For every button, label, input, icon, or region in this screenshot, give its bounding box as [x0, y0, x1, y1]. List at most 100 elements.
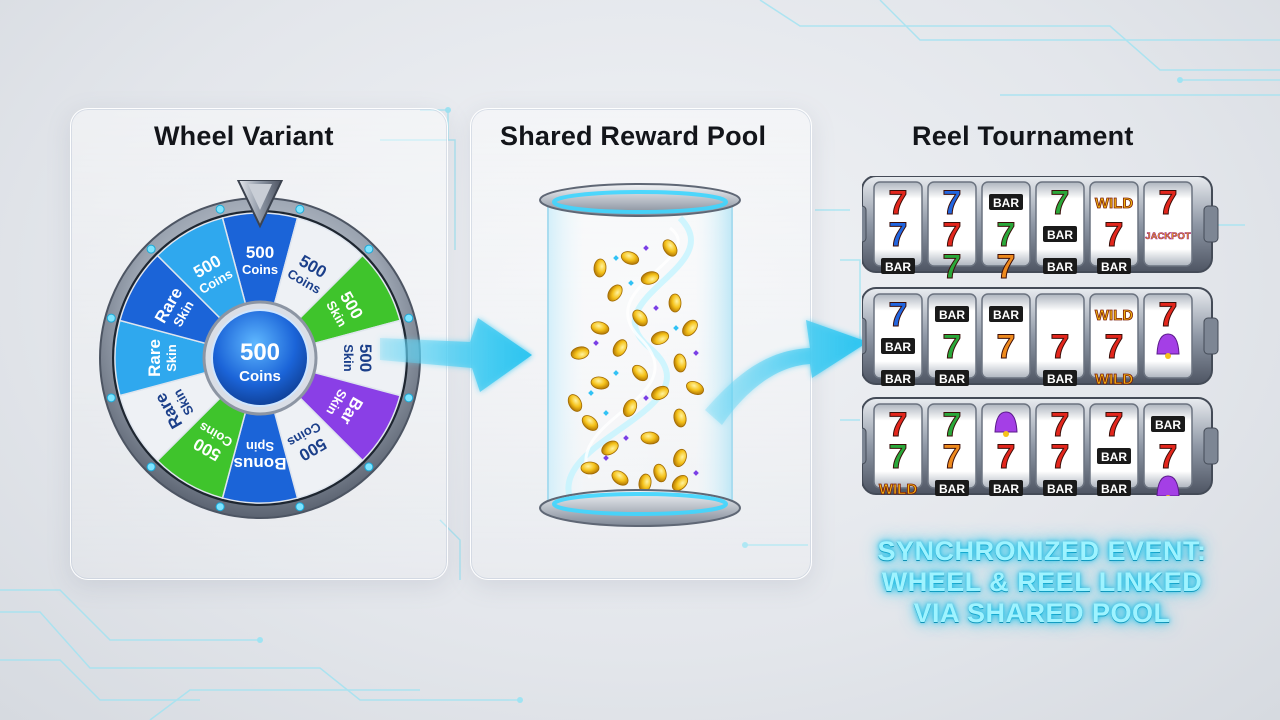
wheel-light-icon	[404, 393, 414, 403]
bar-symbol	[989, 306, 1023, 322]
coin-icon	[671, 475, 689, 491]
gold-coins	[567, 239, 704, 493]
coin-icon	[607, 284, 623, 302]
gem-icon	[603, 410, 609, 416]
gem-icon	[693, 470, 699, 476]
wheel-segment-line2: Coins	[242, 262, 278, 277]
bar-symbol	[1043, 370, 1077, 386]
coin-icon	[662, 239, 678, 257]
reel-column: 7	[1143, 293, 1193, 379]
slot-reels[interactable]: 77BAR777BAR777BARBARWILD7BAR7JACKPOT7BAR…	[862, 176, 1222, 496]
jackpot-symbol: JACKPOT	[1145, 231, 1191, 242]
bell-clapper	[1165, 353, 1171, 359]
coin-icon	[622, 399, 638, 417]
coin-icon	[651, 385, 669, 401]
coin-icon	[653, 463, 667, 483]
bar-symbol	[989, 480, 1023, 496]
coin-icon	[682, 319, 698, 337]
wheel-light-icon	[215, 502, 225, 512]
bar-symbol-label: BAR	[885, 372, 911, 386]
bar-symbol-label: BAR	[939, 372, 965, 386]
wheel-hub-label: Coins	[239, 368, 281, 385]
wheel-hub-amount: 500	[240, 339, 280, 366]
seven-symbol: 7	[997, 216, 1016, 254]
bell-clapper	[1003, 431, 1009, 437]
coin-icon	[673, 408, 687, 428]
bar-symbol	[1043, 258, 1077, 274]
coin-icon	[567, 394, 583, 412]
coin-icon	[632, 364, 648, 382]
bar-symbol-label: BAR	[1101, 482, 1127, 496]
seven-symbol: 7	[943, 328, 962, 366]
seven-symbol: 7	[1159, 296, 1178, 334]
wheel-light-icon	[106, 313, 116, 323]
wheel-light-icon	[146, 244, 156, 254]
event-line-1: SYNCHRONIZED EVENT:	[877, 536, 1207, 566]
wheel-hub	[211, 309, 309, 407]
wheel-lights	[106, 204, 414, 512]
reel-tournament-title: Reel Tournament	[912, 121, 1134, 151]
coin-icon	[570, 346, 590, 360]
gem-icon	[613, 370, 619, 376]
wheel-segment-line2: Skin	[164, 344, 179, 372]
seven-symbol: 7	[943, 184, 962, 222]
seven-symbol: 7	[943, 248, 962, 286]
seven-symbol: 7	[997, 248, 1016, 286]
bar-symbol	[1043, 226, 1077, 242]
seven-symbol: 7	[1051, 184, 1070, 222]
bar-symbol-label: BAR	[939, 308, 965, 322]
gem-icon	[593, 340, 599, 346]
bar-symbol-label: BAR	[885, 260, 911, 274]
reel-column: 777	[927, 181, 977, 287]
bar-symbol-label: BAR	[1047, 260, 1073, 274]
wheel-light-icon	[364, 462, 374, 472]
gem-icon	[588, 390, 594, 396]
seven-symbol: 7	[997, 438, 1016, 476]
event-line-2: WHEEL & REEL LINKED	[881, 567, 1203, 597]
bar-symbol	[1097, 258, 1131, 274]
wheel-light-icon	[106, 393, 116, 403]
wheel-light-icon	[295, 204, 305, 214]
coin-icon	[640, 271, 660, 285]
wheel-segment-line1: 500	[246, 243, 274, 262]
gem-icon	[653, 305, 659, 311]
wheel-light-icon	[404, 313, 414, 323]
wheel-light-icon	[215, 204, 225, 214]
bar-symbol-label: BAR	[1101, 450, 1127, 464]
seven-symbol: 7	[1105, 328, 1124, 366]
coin-icon	[611, 470, 629, 486]
gem-icon	[628, 280, 634, 286]
bar-symbol-label: BAR	[1047, 482, 1073, 496]
coin-icon	[668, 293, 682, 313]
coin-icon	[601, 440, 619, 456]
wild-symbol: WILD	[1095, 371, 1133, 388]
coin-icon	[620, 251, 640, 265]
seven-symbol: 7	[889, 406, 908, 444]
wild-symbol: WILD	[879, 481, 917, 496]
synchronized-event-caption: SYNCHRONIZED EVENT: WHEEL & REEL LINKED …	[842, 536, 1242, 629]
bar-symbol	[989, 194, 1023, 210]
coin-icon	[673, 353, 687, 373]
seven-symbol: 7	[889, 216, 908, 254]
coin-icon	[612, 339, 628, 357]
coin-icon	[640, 431, 660, 445]
seven-symbol: 7	[943, 406, 962, 444]
bar-symbol	[1151, 416, 1185, 432]
bar-symbol	[1097, 480, 1131, 496]
bell-icon	[1156, 475, 1180, 496]
bell-clapper	[1165, 495, 1171, 496]
bell-icon	[994, 411, 1018, 433]
